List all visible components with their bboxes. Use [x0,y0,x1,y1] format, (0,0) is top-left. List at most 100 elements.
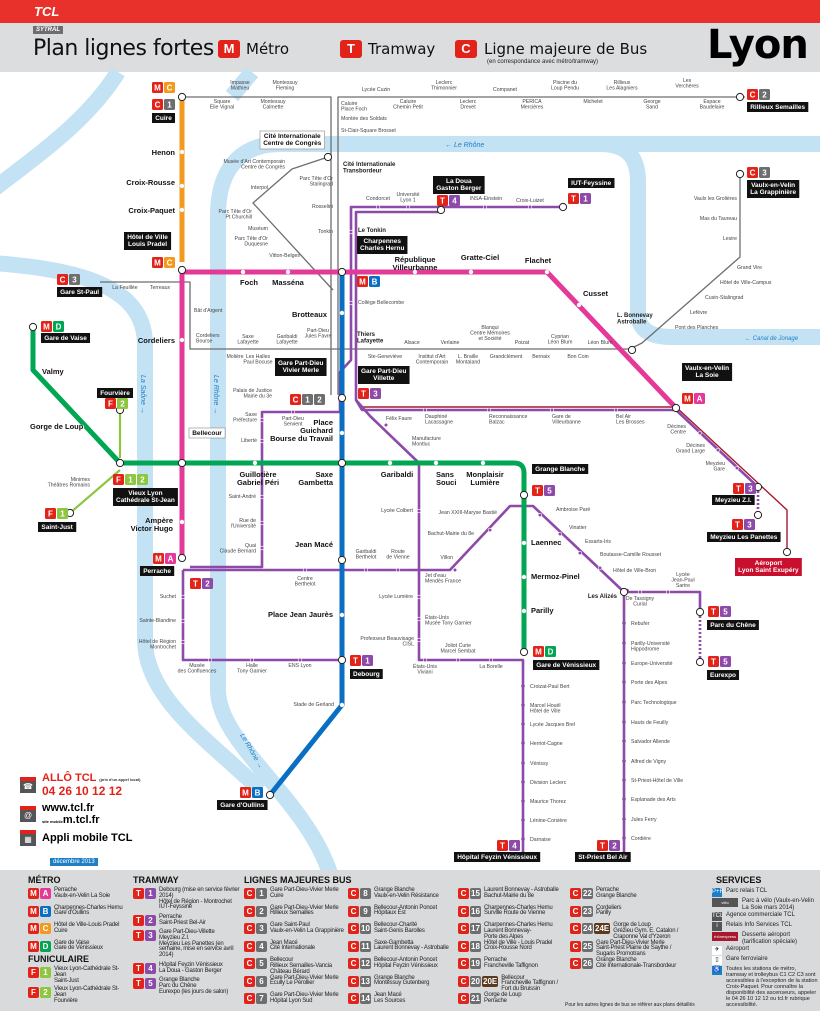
tram-stop[interactable] [521,741,525,745]
station-box-charpennes[interactable] [357,236,408,254]
tram-stop[interactable] [697,430,703,436]
tram-stop[interactable] [734,465,740,471]
line-badge-ladoua-t4[interactable] [449,195,460,206]
line-badge-vieux-lyon-f12[interactable] [113,474,124,485]
tram-stop[interactable] [487,527,493,533]
tram-stop[interactable] [207,657,213,663]
tram-stop[interactable] [416,594,422,600]
line-badge-soie-ma[interactable] [694,393,705,404]
tram-stop[interactable] [422,657,428,663]
station-dot[interactable] [339,430,345,436]
line-badge-parc-chene-t5[interactable] [708,606,719,617]
tram-stop[interactable] [180,594,186,600]
tram-stop[interactable] [622,680,626,684]
station-dot[interactable] [576,302,582,308]
tram-stop[interactable] [715,447,721,453]
line-badge-charpennes-mb[interactable] [369,276,380,287]
station-box-bellecour[interactable] [188,427,226,439]
tram-stop[interactable] [577,550,583,556]
app-contact[interactable]: ▦ Appli mobile TCL [20,830,140,846]
tram-stop[interactable] [348,300,354,306]
line-badge-iut-t1[interactable] [568,193,579,204]
line-badge-hdv-mc[interactable] [152,257,163,268]
station-box-stpaul[interactable] [57,287,103,297]
line-badge-venissieux-md[interactable] [533,646,544,657]
line-badge-saint-just-f1[interactable] [57,508,68,519]
tram-stop[interactable] [622,661,626,665]
tram-stop[interactable] [259,438,265,444]
line-badge-fourviere-f2[interactable] [105,398,116,409]
interchange-station[interactable] [436,205,446,215]
website-link[interactable]: www.tcl.fr [42,802,95,814]
interchange-station[interactable] [782,547,792,557]
tram-line-t1-south[interactable] [181,570,338,662]
tram-stop[interactable] [422,407,428,413]
interchange-station[interactable] [337,458,347,468]
interchange-station[interactable] [337,267,347,277]
station-dot[interactable] [179,207,185,213]
line-badge-panettes-t3[interactable] [732,519,743,530]
station-box-rillieux[interactable] [747,102,809,112]
line-badge-perrache-ma[interactable] [165,553,176,564]
interchange-station[interactable] [177,265,187,275]
station-box-parc-chene[interactable] [707,620,759,630]
bus-line-c2[interactable] [337,96,745,395]
metro-line-a[interactable] [179,269,678,558]
metro-line-d[interactable] [30,327,527,652]
tram-stop[interactable] [537,512,543,518]
line-badge-meyzieu-zi-t3[interactable] [745,483,756,494]
tram-stop[interactable] [259,494,265,500]
interchange-station[interactable] [337,655,347,665]
tram-stop[interactable] [452,567,458,573]
interchange-station[interactable] [177,92,187,102]
tram-stop[interactable] [557,531,563,537]
station-box-vaise[interactable] [41,333,91,343]
interchange-station[interactable] [753,510,763,520]
tram-line-t4[interactable] [354,210,525,858]
tram-stop[interactable] [290,409,296,415]
station-dot[interactable] [179,149,185,155]
line-badge-stpriest-t2[interactable] [609,840,620,851]
station-dot[interactable] [521,540,527,546]
station-dot[interactable] [39,385,45,391]
tram-stop[interactable] [259,545,265,551]
line-badge-vaulx-grap-c3[interactable] [759,167,770,178]
line-badge-vaulx-grap-c3[interactable] [747,167,758,178]
interchange-station[interactable] [627,345,637,355]
interchange-station[interactable] [519,647,529,657]
line-badge-ladoua-t4[interactable] [437,195,448,206]
station-box-vieux-lyon[interactable] [113,488,178,506]
interchange-station[interactable] [519,490,529,500]
line-badge-cuire-mc[interactable] [164,82,175,93]
tram-stop[interactable] [180,639,186,645]
tram-stop[interactable] [297,657,303,663]
tram-stop[interactable] [622,739,626,743]
bus-line-c1[interactable] [182,96,332,395]
station-box-feyzin[interactable] [454,852,541,862]
mobile-site-link[interactable]: m.tcl.fr [62,814,100,826]
tram-stop[interactable] [622,778,626,782]
line-badge-pd-t3[interactable] [370,388,381,399]
tram-stop[interactable] [348,229,354,235]
tram-stop[interactable] [180,618,186,624]
tram-stop[interactable] [549,407,555,413]
station-dot[interactable] [480,460,486,466]
station-box-vaulx-soie[interactable] [682,363,733,381]
station-dot[interactable] [339,310,345,316]
line-badge-feyzin-t4[interactable] [497,840,508,851]
station-box-pd-vivier[interactable] [275,358,327,376]
tram-stop[interactable] [521,837,525,841]
